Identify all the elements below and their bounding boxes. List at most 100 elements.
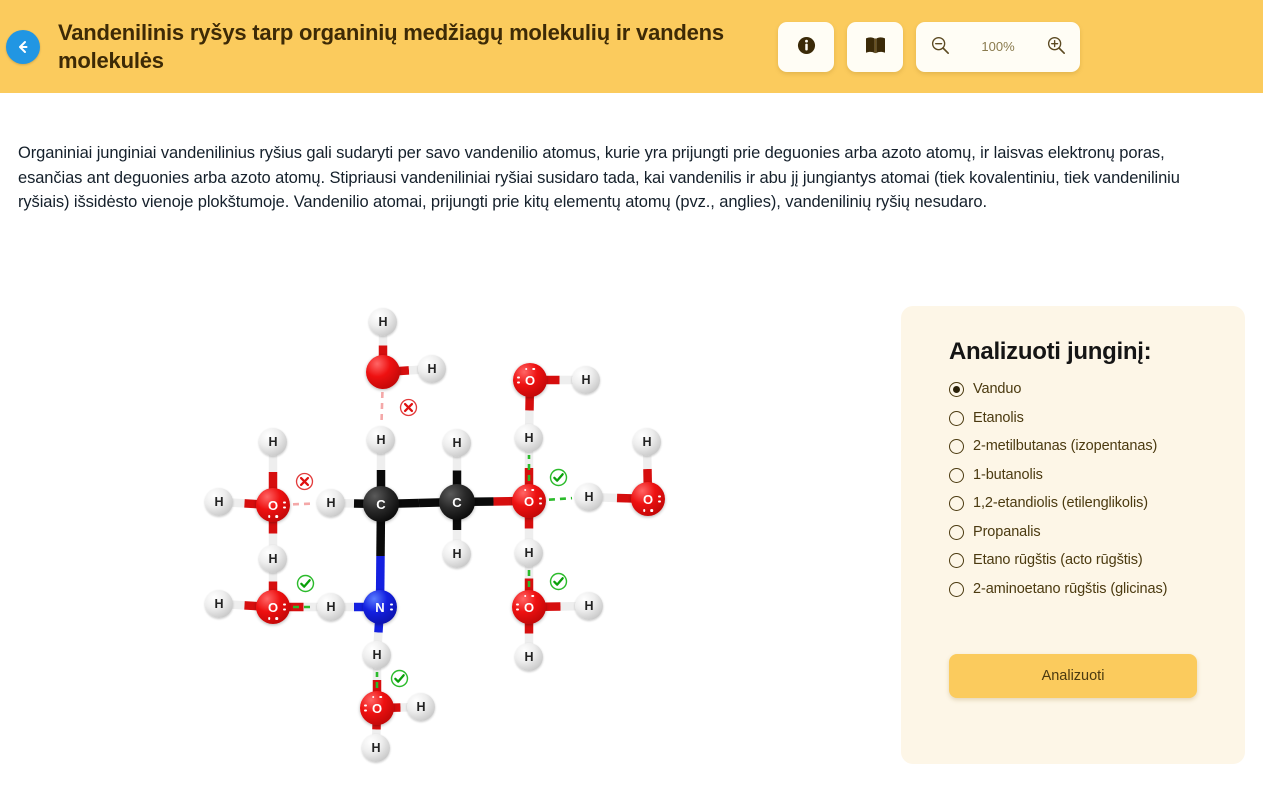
lone-pair-dots <box>265 514 281 518</box>
atom-h[interactable]: H <box>443 540 471 568</box>
lone-pair-dots <box>640 508 656 512</box>
app-header: Vandenilinis ryšys tarp organinių medžia… <box>0 0 1263 93</box>
atom-h[interactable]: H <box>572 366 600 394</box>
lone-pair-dots <box>369 695 385 699</box>
atom-n[interactable]: N <box>363 590 397 624</box>
lone-pair-dots <box>283 499 286 512</box>
atom-label: H <box>371 740 381 755</box>
zoom-in-icon <box>1046 35 1066 58</box>
hydrogen-bond-valid <box>548 496 573 501</box>
atom-label: H <box>584 489 594 504</box>
atom-o[interactable]: O <box>513 363 547 397</box>
header-toolbar: 100% <box>778 21 1080 72</box>
atom-o[interactable]: O <box>360 691 394 725</box>
atom-h[interactable]: H <box>515 643 543 671</box>
atom-label: H <box>378 314 388 329</box>
cross-icon <box>295 472 314 491</box>
atom-c[interactable]: C <box>363 486 399 522</box>
atom-h[interactable]: H <box>575 592 603 620</box>
radio-unselected[interactable] <box>949 467 964 483</box>
atom-h[interactable]: H <box>407 693 435 721</box>
option-label: Vanduo <box>973 381 1022 397</box>
zoom-out-icon <box>930 35 950 58</box>
option-row[interactable]: 1,2-etandiolis (etilenglikolis) <box>949 494 1231 513</box>
atom-label: H <box>584 598 594 613</box>
check-icon <box>549 572 568 591</box>
atom-h[interactable]: H <box>515 539 543 567</box>
atom-o[interactable]: O <box>512 590 546 624</box>
radio-unselected[interactable] <box>949 410 964 426</box>
atom-o[interactable]: O <box>256 590 290 624</box>
atom-label: C <box>452 494 462 510</box>
radio-unselected[interactable] <box>949 496 964 511</box>
atom-label: H <box>214 494 224 509</box>
atom-h[interactable]: H <box>369 308 397 336</box>
radio-unselected[interactable] <box>949 581 964 597</box>
radio-unselected[interactable] <box>949 524 964 540</box>
atom-label: O <box>642 491 654 507</box>
option-row[interactable]: 2-metilbutanas (izopentanas) <box>949 437 1231 456</box>
atom-h[interactable]: H <box>317 593 345 621</box>
atom-h[interactable]: H <box>205 590 233 618</box>
atom-o[interactable]: O <box>512 484 546 518</box>
atom-label: O <box>523 599 535 615</box>
atom-label: H <box>524 649 534 664</box>
atom-o[interactable] <box>366 355 400 389</box>
option-label: 1,2-etandiolis (etilenglikolis) <box>973 495 1149 511</box>
zoom-level-label[interactable]: 100% <box>964 22 1032 72</box>
atom-h[interactable]: H <box>443 429 471 457</box>
atom-h[interactable]: H <box>515 424 543 452</box>
cross-icon <box>399 398 418 417</box>
atom-h[interactable]: H <box>205 488 233 516</box>
hydrogen-bond-invalid <box>380 391 384 424</box>
option-row[interactable]: Propanalis <box>949 523 1231 542</box>
option-label: Etano rūgštis (acto rūgštis) <box>973 552 1143 568</box>
zoom-out-button[interactable] <box>916 22 964 72</box>
check-icon <box>296 574 315 593</box>
zoom-control-group: 100% <box>916 21 1080 72</box>
atom-h[interactable]: H <box>418 355 446 383</box>
atom-h[interactable]: H <box>575 483 603 511</box>
option-label: 2-metilbutanas (izopentanas) <box>973 438 1158 454</box>
option-row[interactable]: Etanolis <box>949 409 1231 428</box>
atom-label: H <box>581 372 591 387</box>
option-row[interactable]: 1-butanolis <box>949 466 1231 485</box>
atom-label: C <box>376 496 386 512</box>
atom-c[interactable]: C <box>439 484 475 520</box>
atom-h[interactable]: H <box>259 545 287 573</box>
atom-label: H <box>452 435 462 450</box>
zoom-in-button[interactable] <box>1032 22 1080 72</box>
atom-label: H <box>268 434 278 449</box>
atom-label: H <box>376 432 386 447</box>
book-button[interactable] <box>847 21 903 72</box>
panel-title: Analizuoti junginį: <box>949 338 1152 365</box>
atom-o[interactable]: O <box>631 482 665 516</box>
atom-o[interactable]: O <box>256 488 290 522</box>
radio-selected[interactable] <box>949 382 964 397</box>
lone-pair-dots <box>283 601 286 614</box>
arrow-left-icon <box>15 39 31 55</box>
lone-pair-dots <box>390 601 393 614</box>
atom-h[interactable]: H <box>363 641 391 669</box>
option-row[interactable]: Etano rūgštis (acto rūgštis) <box>949 551 1231 570</box>
atom-h[interactable]: H <box>362 734 390 762</box>
info-button[interactable] <box>778 21 834 72</box>
atom-label: H <box>524 430 534 445</box>
option-row[interactable]: 2-aminoetano rūgštis (glicinas) <box>949 580 1231 599</box>
radio-unselected[interactable] <box>949 553 964 568</box>
atom-h[interactable]: H <box>367 426 395 454</box>
atom-h[interactable]: H <box>317 489 345 517</box>
atom-label: H <box>452 546 462 561</box>
analyze-button[interactable]: Analizuoti <box>949 654 1197 698</box>
option-row[interactable]: Vanduo <box>949 380 1231 399</box>
atom-h[interactable]: H <box>259 428 287 456</box>
lone-pair-dots <box>522 367 538 371</box>
back-button[interactable] <box>6 29 40 64</box>
lone-pair-dots <box>521 488 537 492</box>
atom-h[interactable]: H <box>633 428 661 456</box>
radio-unselected[interactable] <box>949 439 964 454</box>
hydrogen-bond-invalid <box>292 502 315 506</box>
atom-label: H <box>326 495 336 510</box>
